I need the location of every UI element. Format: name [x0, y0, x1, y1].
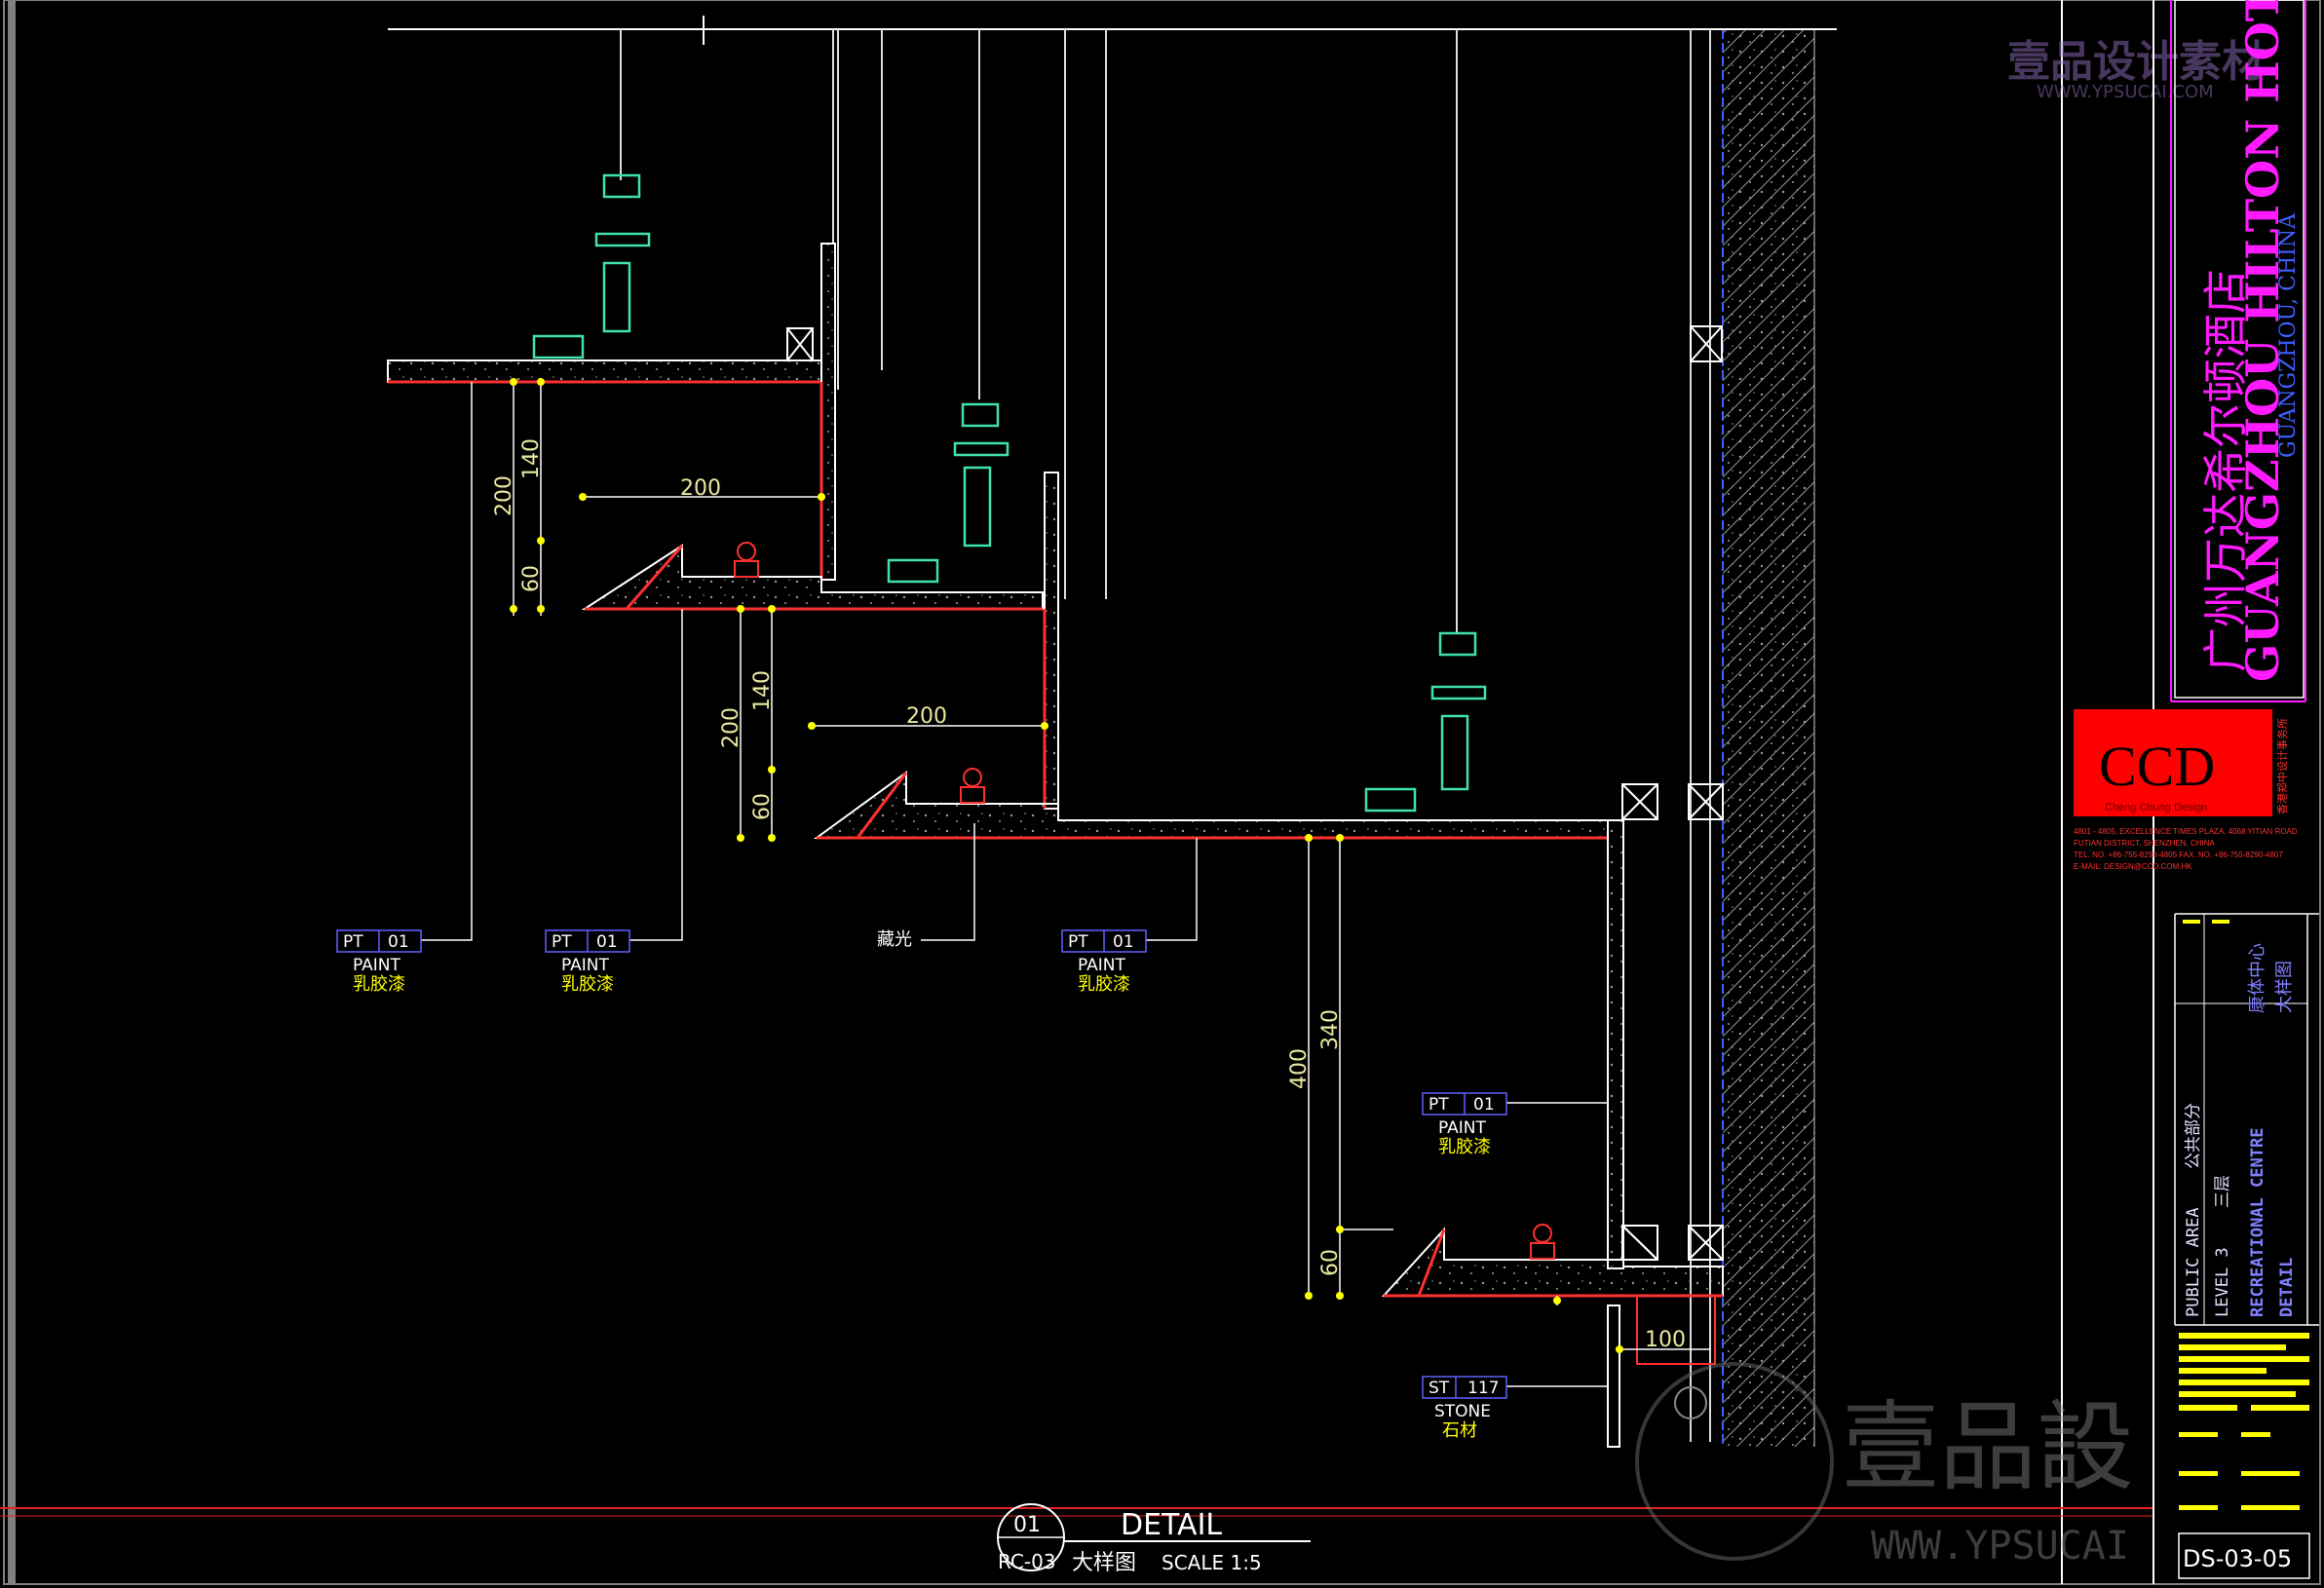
- tag-paint-2-en: PAINT: [561, 956, 610, 975]
- watermark: 壹品设计素材 WWW.YPSUCAI.COM 壹品設 WWW.YPSUCAI: [1635, 37, 2265, 1569]
- dimension-lines: [513, 380, 1710, 1350]
- dim-200-vertical-b: 200: [719, 707, 743, 748]
- title-block: 广州万达希尔顿酒店 GUANGZHOU HILTON HOTEL GUANGZH…: [2074, 0, 2319, 1584]
- address-line-3: TEL. NO. +86-755-8290-4805 FAX. NO. +86-…: [2074, 851, 2283, 859]
- tag-paint-4-cn: 乳胶漆: [1438, 1137, 1491, 1157]
- project-name-en: GUANGZHOU HILTON HOTEL: [2236, 0, 2289, 682]
- level-en: LEVEL 3: [2213, 1247, 2232, 1317]
- area-en: PUBLIC AREA: [2184, 1207, 2203, 1317]
- project-name-cn: 广州万达希尔顿酒店: [2199, 269, 2252, 672]
- room-cn: 康体中心: [2247, 943, 2267, 1013]
- structural-wall: [1722, 29, 1815, 1447]
- address-line-4: E-MAIL: DESIGN@CCD.COM.HK: [2074, 862, 2192, 871]
- tag-paint-1-num: 01: [388, 932, 409, 952]
- watermark-top-cn: 壹品设计素材: [2007, 37, 2265, 87]
- tag-stone: ST 117 STONE 石材: [1422, 1376, 1507, 1441]
- detail-subtitle-cn: 大样图: [1072, 1551, 1136, 1575]
- tag-paint-4: PT 01 PAINT 乳胶漆: [1422, 1092, 1507, 1157]
- tag-paint-3-num: 01: [1113, 932, 1134, 952]
- tag-paint-4-code: PT: [1429, 1095, 1449, 1115]
- logo-text: CCD: [2099, 735, 2215, 798]
- tag-paint-1-en: PAINT: [353, 956, 401, 975]
- detail-title-block: 01 RC-03 DETAIL 大样图 SCALE 1:5: [997, 1503, 1311, 1575]
- detail-reference: RC-03: [998, 1550, 1056, 1573]
- detail-scale: SCALE 1:5: [1162, 1551, 1262, 1574]
- leader-lines: [421, 382, 1608, 1387]
- company-name-cn: 香港郑中设计事务所: [2275, 718, 2289, 814]
- sheet-cn: 大样图: [2274, 961, 2295, 1013]
- ccd-logo: [2074, 709, 2272, 816]
- tag-paint-2-cn: 乳胶漆: [561, 974, 614, 995]
- room-en: RECREATIONAL CENTRE: [2248, 1128, 2267, 1317]
- tag-paint-3-en: PAINT: [1078, 956, 1126, 975]
- dim-140-vertical-a: 140: [519, 438, 544, 479]
- tag-paint-3-cn: 乳胶漆: [1078, 974, 1130, 995]
- dim-60-vertical-c: 60: [1318, 1249, 1343, 1276]
- tag-stone-en: STONE: [1434, 1402, 1491, 1421]
- dim-100-horizontal: 100: [1645, 1328, 1686, 1352]
- watermark-bottom-cn: 壹品設: [1842, 1390, 2134, 1504]
- detail-number: 01: [1013, 1513, 1041, 1537]
- dim-200-vertical-a: 200: [492, 475, 516, 516]
- dim-140-vertical-b: 140: [750, 670, 775, 711]
- tag-paint-3-code: PT: [1068, 932, 1088, 952]
- revision-table: [2179, 1333, 2309, 1510]
- ceiling-profile: [387, 243, 1724, 1448]
- address-line-2: FUTIAN DISTRICT, SHENZHEN, CHINA: [2074, 839, 2216, 848]
- address-line-1: 4801 - 4805, EXCELLENCE TIMES PLAZA, 406…: [2074, 827, 2298, 836]
- dim-400-vertical: 400: [1287, 1048, 1312, 1089]
- tag-paint-4-en: PAINT: [1438, 1118, 1487, 1138]
- tag-paint-3: PT 01 PAINT 乳胶漆: [1061, 929, 1147, 995]
- watermark-bottom-url: WWW.YPSUCAI: [1871, 1524, 2129, 1569]
- tag-paint-2-code: PT: [552, 932, 572, 952]
- tag-paint-1: PT 01 PAINT 乳胶漆: [336, 929, 422, 995]
- watermark-top-url: WWW.YPSUCAI.COM: [2037, 82, 2214, 102]
- cove-light-fixtures: [734, 542, 1555, 1260]
- area-cn: 公共部分: [2184, 1103, 2203, 1169]
- tag-paint-2-num: 01: [596, 932, 618, 952]
- tag-stone-cn: 石材: [1442, 1420, 1477, 1441]
- logo-subtext: Cheng Chung Design: [2105, 802, 2207, 813]
- tag-stone-code: ST: [1429, 1379, 1450, 1398]
- dim-200-horizontal-b: 200: [906, 704, 947, 729]
- hidden-light-label: 藏光: [877, 929, 912, 950]
- steel-hangers: [532, 173, 1487, 813]
- tag-stone-num: 117: [1467, 1379, 1499, 1398]
- dim-200-horizontal-a: 200: [680, 476, 721, 501]
- project-location: GUANGZHOU, CHINA: [2276, 212, 2301, 458]
- detail-title: DETAIL: [1121, 1508, 1222, 1542]
- tag-paint-1-cn: 乳胶漆: [353, 974, 405, 995]
- dim-60-vertical-b: 60: [750, 793, 775, 820]
- tag-paint-4-num: 01: [1473, 1095, 1495, 1115]
- level-cn: 三层: [2213, 1175, 2232, 1208]
- dimension-ticks: [510, 378, 1623, 1353]
- drawing-number: DS-03-05: [2183, 1545, 2292, 1572]
- sheet-en: DETAIL: [2277, 1258, 2297, 1317]
- dim-60-vertical-a: 60: [519, 565, 544, 592]
- dim-340-vertical: 340: [1318, 1009, 1343, 1050]
- tag-paint-2: PT 01 PAINT 乳胶漆: [545, 929, 630, 995]
- tag-paint-1-code: PT: [343, 932, 363, 952]
- hanger-rods: [620, 29, 1711, 1442]
